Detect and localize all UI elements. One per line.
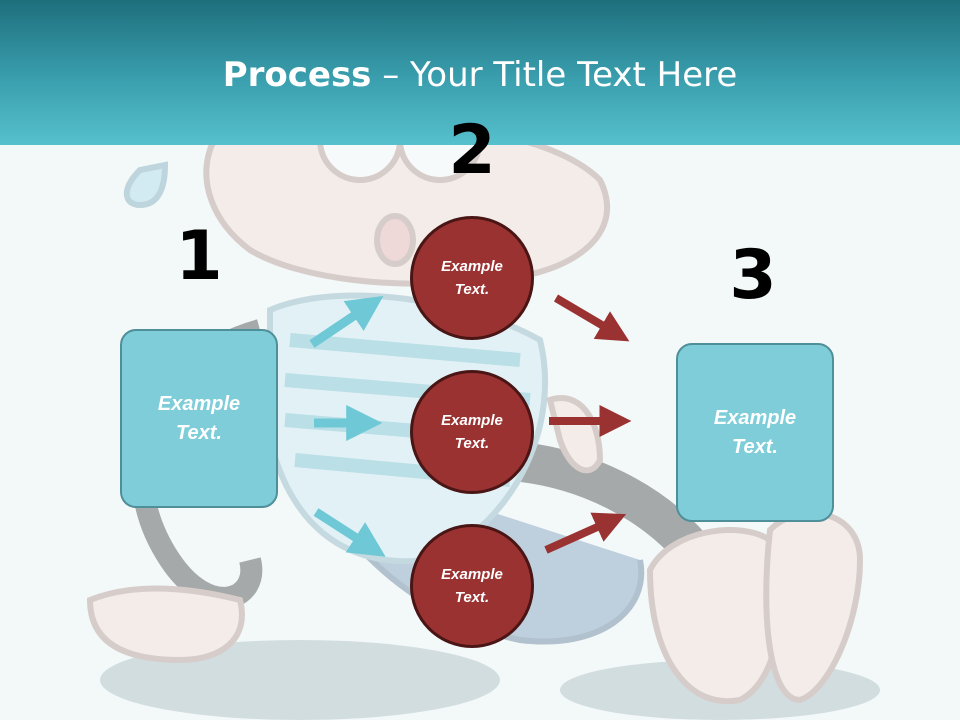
arrow-to-circle-1: [309, 295, 384, 348]
circle-2-text: Example Text.: [441, 412, 503, 452]
step-1-text: Example Text.: [157, 392, 241, 444]
circle-3-text: Example Text.: [441, 566, 503, 606]
title-rest: – Your Title Text Here: [371, 55, 738, 95]
step-2-circle-1: Example Text.: [410, 216, 534, 340]
step-2-circle-2: Example Text.: [410, 370, 534, 494]
step-number-2: 2: [448, 111, 496, 190]
step-number-1: 1: [175, 217, 223, 296]
arrow-to-circle-3: [313, 508, 386, 557]
header-bar: [0, 0, 960, 145]
circle-1-text: Example Text.: [441, 258, 503, 298]
step-3-text: Example Text.: [713, 406, 797, 458]
title-bold: Process: [222, 55, 372, 95]
arrow-from-circle-3: [544, 512, 627, 554]
slide-title: Process – Your Title Text Here: [0, 52, 960, 98]
step-2-circle-3: Example Text.: [410, 524, 534, 648]
step-3-box: Example Text.: [676, 343, 834, 522]
arrow-from-circle-1: [553, 294, 630, 342]
step-1-box: Example Text.: [120, 329, 278, 508]
step-number-3: 3: [729, 236, 777, 315]
